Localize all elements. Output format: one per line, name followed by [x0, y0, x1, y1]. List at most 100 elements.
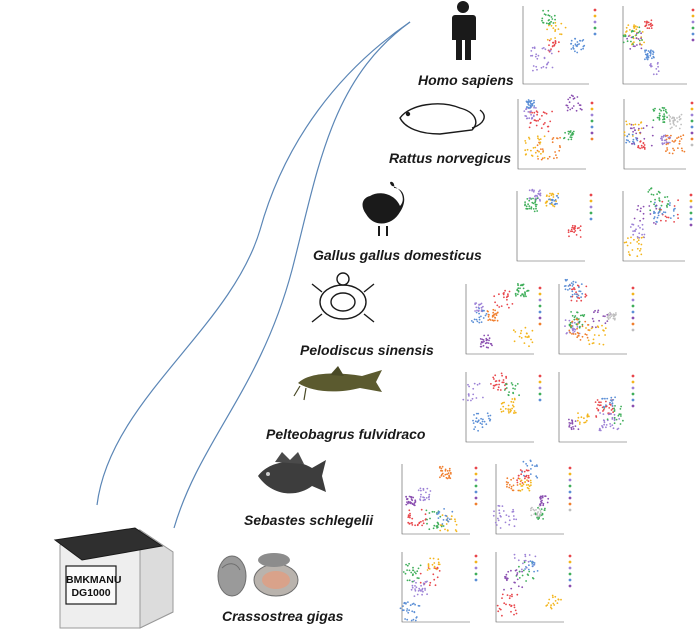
cluster-point	[512, 387, 514, 390]
cluster-point	[504, 407, 507, 410]
device-label-line1: BMKMANU	[66, 574, 122, 586]
cluster-point	[542, 9, 544, 12]
cluster-point	[540, 66, 543, 69]
cluster-point	[578, 290, 581, 293]
cluster-point	[518, 565, 520, 568]
cluster-point	[544, 48, 547, 51]
cluster-point	[567, 285, 570, 287]
cluster-point	[470, 320, 473, 322]
cluster-point	[481, 426, 484, 429]
cluster-point	[439, 476, 441, 479]
cluster-point	[652, 53, 654, 55]
cluster-point	[409, 512, 411, 515]
cluster-point	[447, 520, 450, 523]
cluster-point	[583, 421, 586, 424]
cluster-point	[607, 313, 610, 315]
cluster-point	[629, 226, 632, 228]
cluster-point	[422, 590, 424, 593]
legend-swatch	[474, 496, 478, 500]
cluster-point	[486, 412, 489, 415]
cluster-point	[645, 24, 648, 26]
cluster-point	[440, 469, 442, 472]
cluster-point	[535, 65, 538, 68]
cluster-point	[574, 50, 576, 53]
cluster-point	[518, 394, 520, 397]
cluster-point	[538, 190, 540, 193]
cluster-point	[610, 315, 613, 317]
cluster-point	[517, 585, 520, 588]
cluster-point	[412, 496, 415, 499]
legend-swatch	[568, 560, 572, 564]
cluster-point	[567, 138, 570, 141]
cluster-point	[480, 417, 482, 420]
cluster-point	[550, 201, 553, 204]
cluster-point	[568, 418, 570, 421]
cluster-point	[657, 70, 660, 73]
cluster-point	[470, 399, 472, 402]
cluster-point	[411, 610, 414, 613]
cluster-point	[433, 562, 436, 564]
cluster-point	[542, 21, 545, 24]
legend-swatch	[631, 304, 635, 308]
cluster-point	[636, 241, 639, 243]
cluster-point	[602, 315, 605, 317]
cluster-point	[491, 344, 493, 347]
cluster-point	[494, 319, 496, 322]
cluster-point	[539, 510, 542, 512]
cluster-point	[640, 43, 643, 46]
cluster-point	[597, 409, 600, 412]
cluster-point	[644, 25, 647, 27]
cluster-point	[425, 491, 427, 494]
cluster-point	[660, 137, 662, 140]
cluster-point	[677, 136, 680, 139]
cluster-point	[568, 319, 571, 322]
cluster-point	[527, 203, 529, 206]
cluster-point	[525, 153, 527, 156]
cluster-point	[556, 202, 558, 205]
cluster-point	[572, 98, 575, 100]
cluster-point	[524, 293, 526, 296]
cluster-point	[410, 496, 413, 498]
cluster-point	[586, 336, 589, 339]
cluster-point	[576, 41, 579, 43]
cluster-point	[519, 332, 522, 335]
device-label: BMKMANU DG1000	[66, 574, 122, 600]
cluster-point	[475, 306, 478, 309]
cluster-point	[449, 477, 452, 480]
cluster-point	[505, 576, 507, 578]
cluster-point	[489, 342, 492, 345]
legend-swatch	[589, 211, 593, 215]
cluster-point	[601, 406, 604, 409]
cluster-point	[611, 400, 613, 402]
cluster-point	[475, 302, 478, 304]
cluster-point	[663, 113, 665, 115]
cluster-point	[678, 140, 681, 143]
cluster-point	[448, 474, 450, 477]
cluster-point	[601, 397, 603, 400]
legend-swatch	[691, 32, 695, 36]
legend-swatch	[631, 386, 635, 390]
legend-swatch	[689, 199, 693, 203]
cluster-point	[580, 416, 583, 419]
cluster-point	[511, 383, 514, 386]
legend-swatch	[538, 298, 542, 302]
cluster-point	[671, 140, 674, 142]
cluster-point	[518, 570, 521, 573]
cluster-point	[642, 127, 645, 129]
cluster-point	[417, 489, 420, 492]
cluster-point	[537, 506, 539, 509]
fiber-right	[173, 21, 411, 529]
cluster-point	[608, 407, 611, 409]
cluster-point	[591, 317, 594, 320]
cluster-point	[531, 117, 534, 120]
cluster-point	[535, 207, 537, 210]
cluster-point	[521, 586, 524, 589]
legend-swatch	[474, 478, 478, 482]
cluster-point	[482, 344, 485, 347]
legend-swatch	[689, 205, 693, 209]
cluster-point	[543, 509, 546, 511]
cluster-point	[492, 514, 495, 517]
cluster-point	[505, 573, 508, 576]
cluster-point	[570, 311, 572, 313]
legend-swatch	[538, 310, 542, 314]
